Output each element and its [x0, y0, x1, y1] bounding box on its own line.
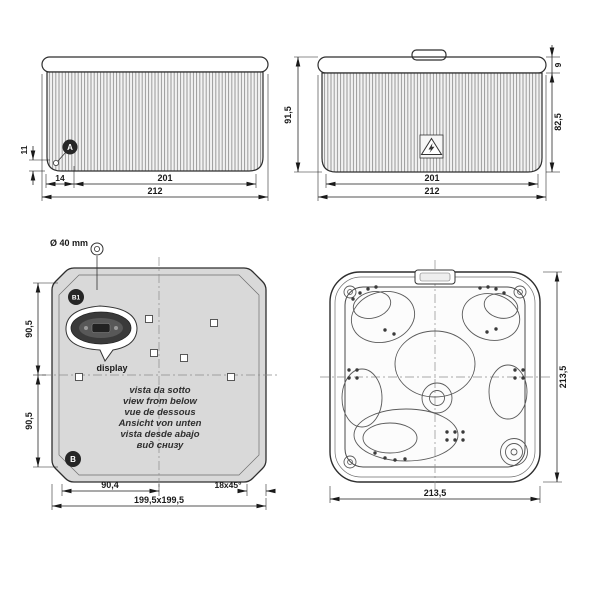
display-label: display	[96, 363, 127, 373]
spa-seats-and-features	[341, 285, 528, 469]
front-dims-bottom: 14 201 212	[41, 74, 269, 201]
filter-lid	[421, 382, 453, 414]
jet-dots	[347, 285, 525, 462]
front-elevation-view: A 11 14 201 212	[19, 56, 269, 201]
caption-ru: вид снизу	[137, 440, 184, 451]
caption-en: view from below	[123, 396, 198, 407]
front-drain-fitting	[53, 159, 60, 166]
center-footwell	[394, 330, 476, 398]
speaker-top-left	[343, 285, 357, 299]
base-plate-inner-line	[58, 274, 260, 476]
lounger-bottom	[353, 408, 459, 462]
jet-large-bottom-right	[500, 438, 528, 466]
drain-diameter-label: Ø 40 mm	[50, 238, 88, 248]
side-dims-bottom: 201 212	[317, 75, 547, 201]
bottom-dims-bottom: 90,4 18x45° 199,5x199,5	[51, 480, 276, 510]
caption-fr: vue de dessous	[124, 407, 195, 418]
lightning-bolt-icon	[428, 143, 435, 153]
caption-es: vista desde abajo	[120, 429, 199, 440]
dim-corner-chamfer-label: 18x45°	[214, 480, 242, 490]
dim-lower-half-label: 90,5	[24, 412, 34, 430]
bottom-dims-left: 90,5 90,5	[24, 282, 58, 468]
top-plan-view: 213,5 213,5	[320, 260, 568, 503]
seat-top-left	[350, 291, 416, 343]
front-rim	[41, 56, 269, 73]
marker-a: A	[57, 139, 78, 162]
seat-left	[341, 368, 383, 428]
dim-rim-height-label: 9	[553, 62, 563, 67]
dim-top-width-label: 213,5	[424, 488, 447, 498]
dim-skirt-height-label: 82,5	[553, 113, 563, 131]
caption-de: Ansicht von unten	[118, 418, 202, 429]
dim-half-width-label: 90,4	[101, 480, 119, 490]
side-dim-total-height: 91,5	[283, 56, 322, 173]
marker-b: B	[65, 451, 81, 467]
dim-side-inner-width-label: 201	[424, 173, 439, 183]
caption-it: vista da sotto	[129, 385, 190, 396]
bottom-view-captions: vista da sotto view from below vue de de…	[118, 385, 202, 451]
bottom-view: Ø 40 mm B1 display vista da sotto view f…	[24, 238, 278, 510]
side-dims-right: 9 82,5	[546, 45, 563, 173]
warning-icon	[419, 134, 444, 159]
marker-b1-label: B1	[72, 295, 81, 302]
dim-upper-half-label: 90,5	[24, 320, 34, 338]
seat-top-right	[461, 293, 521, 341]
display-screen	[91, 323, 111, 333]
fixing-squares	[75, 315, 235, 381]
marker-b-label: B	[70, 455, 76, 464]
drain-icon: Ø 40 mm	[50, 238, 104, 290]
marker-b1: B1	[68, 289, 84, 305]
side-skirt-panel	[321, 72, 543, 173]
top-dim-bottom: 213,5	[329, 486, 541, 503]
speaker-bottom-left	[343, 455, 357, 469]
control-panel	[414, 269, 456, 285]
front-dim-drain-height: 11	[19, 145, 50, 185]
marker-a-label: A	[67, 143, 73, 152]
dim-front-inner-width-label: 201	[157, 173, 172, 183]
seat-right	[488, 364, 528, 420]
dim-front-total-width-label: 212	[147, 186, 162, 196]
top-dim-right: 213,5	[543, 271, 568, 483]
front-skirt-panel	[46, 71, 264, 172]
dim-drain-offset-label: 14	[55, 173, 65, 183]
dim-footprint-label: 199,5x199,5	[134, 495, 184, 505]
dim-total-height-label: 91,5	[283, 106, 293, 124]
side-elevation-view: 91,5 9 82,5 201 212	[283, 45, 563, 201]
dim-side-total-width-label: 212	[424, 186, 439, 196]
side-top-vent	[411, 49, 447, 61]
dim-top-depth-label: 213,5	[558, 366, 568, 389]
dim-drain-height-label: 11	[19, 145, 29, 154]
speaker-top-right	[513, 285, 527, 299]
display-callout: display	[65, 305, 138, 373]
